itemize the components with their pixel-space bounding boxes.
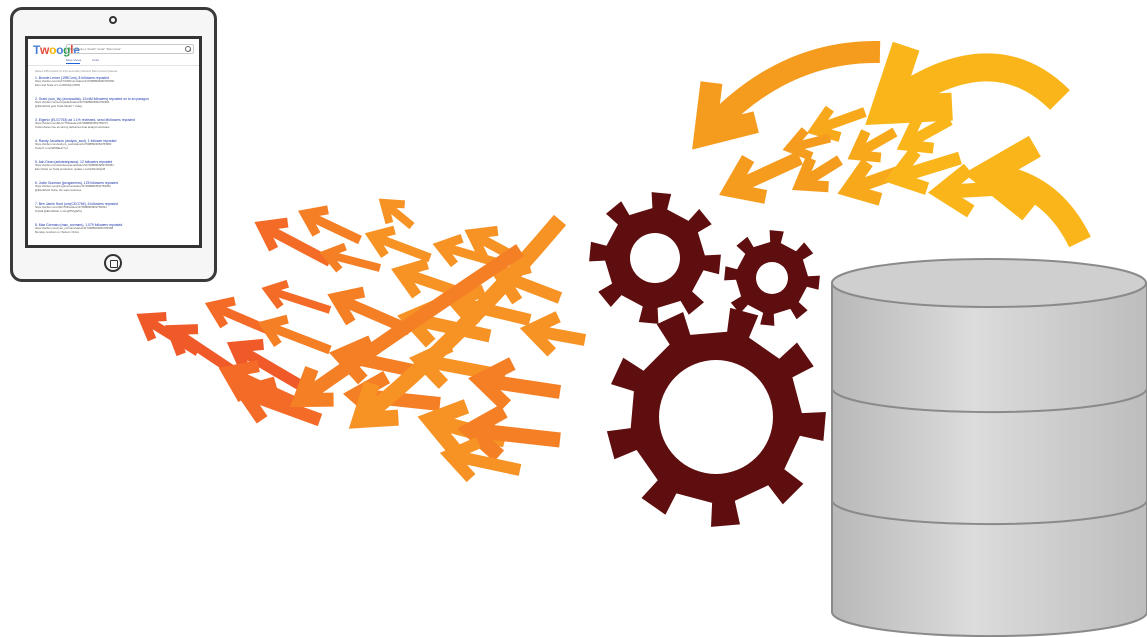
search-result: 7. Ben Jamin Hunt (unv(CEO766), 6 follow… xyxy=(35,202,195,213)
incoming-data-arrows xyxy=(705,46,1080,242)
search-result: 4. Randy Jacobson (andycs_ssol), 1 follo… xyxy=(35,139,195,150)
search-result: 8. Max Gormaru (max_cormaru), 1,079 foll… xyxy=(35,223,195,234)
search-icon[interactable] xyxy=(185,46,191,52)
small-gear-icon xyxy=(589,192,721,324)
database-top xyxy=(832,259,1146,307)
arrow-icon xyxy=(262,223,330,262)
large-gear-icon xyxy=(607,308,826,527)
arrow-icon xyxy=(172,329,232,370)
arrow-icon xyxy=(326,247,380,270)
tab-most-views[interactable]: Most Views xyxy=(66,58,81,62)
processing-gears xyxy=(589,192,826,527)
result-snippet: Tesla shares rise as strong deliveries b… xyxy=(35,126,195,130)
arrow-icon xyxy=(855,131,895,157)
arrow-icon xyxy=(530,317,585,353)
arrow-icon xyxy=(265,319,330,350)
arrow-icon xyxy=(372,230,430,258)
result-snippet: @ElonMusk Tesla, the wait continues xyxy=(35,189,195,193)
result-snippet: Tesla ♥ t.co/pW5SEHnYsJ xyxy=(35,147,195,151)
home-button-icon[interactable] xyxy=(104,254,122,272)
result-snippet: @ElonMusk gets Tesla Model Y today xyxy=(35,105,195,109)
active-tab-indicator xyxy=(66,63,80,64)
database-icon xyxy=(832,259,1147,636)
result-snippet: Monday numbers on Tesla in China xyxy=(35,231,195,235)
search-box[interactable] xyxy=(66,44,194,54)
result-snippet: Elon and Tesla of t.co/3Nh3QzjTMW xyxy=(35,84,195,88)
arrow-icon xyxy=(885,46,1060,110)
result-snippet: Tesla♥ @ElonMusk t.co/Lq87MyjWCq xyxy=(35,210,195,214)
arrow-icon xyxy=(470,411,560,456)
arrow-icon xyxy=(905,119,950,148)
logo-letter: T xyxy=(33,43,40,57)
result-snippet: Elon Musk on Tesla production update t.c… xyxy=(35,168,195,172)
tablet-device: Twoogle Most Views Links About 345 resul… xyxy=(10,7,217,282)
arrow-icon xyxy=(268,284,330,310)
search-result: 6. Jodie Gunman (jcrugarrerss), 125 foll… xyxy=(35,181,195,192)
arrow-icon xyxy=(705,52,880,135)
tab-links[interactable]: Links xyxy=(92,58,99,62)
arrow-icon xyxy=(212,301,268,330)
logo-letter: o xyxy=(56,43,63,57)
search-result: 2. Grant (sun_Its) (ecorpadda), 12x4M fo… xyxy=(35,97,195,108)
search-input[interactable] xyxy=(69,45,179,53)
arrow-icon xyxy=(305,210,360,240)
logo-letter: w xyxy=(40,43,49,57)
result-stats: About 345 results (0.134 seconds) Sorted… xyxy=(35,69,117,73)
arrow-icon xyxy=(800,159,840,187)
database-body xyxy=(832,283,1147,636)
search-result: 5. Ash Dean (ashdeanpama), 12 followers … xyxy=(35,160,195,171)
arrow-icon xyxy=(730,158,800,197)
arrow-icon xyxy=(384,203,412,226)
logo-letter: o xyxy=(49,43,56,57)
search-result: 1. Bonnie Lerner (19RCum), 8 followers r… xyxy=(35,76,195,87)
search-result: 3. Elgenix (ELG7763) ad 1.1% reviewed, s… xyxy=(35,118,195,129)
arrow-icon xyxy=(815,109,865,137)
arrow-icon xyxy=(480,363,560,405)
tablet-screen: Twoogle Most Views Links About 345 resul… xyxy=(25,36,202,248)
divider xyxy=(28,65,199,66)
camera-icon xyxy=(109,16,117,24)
